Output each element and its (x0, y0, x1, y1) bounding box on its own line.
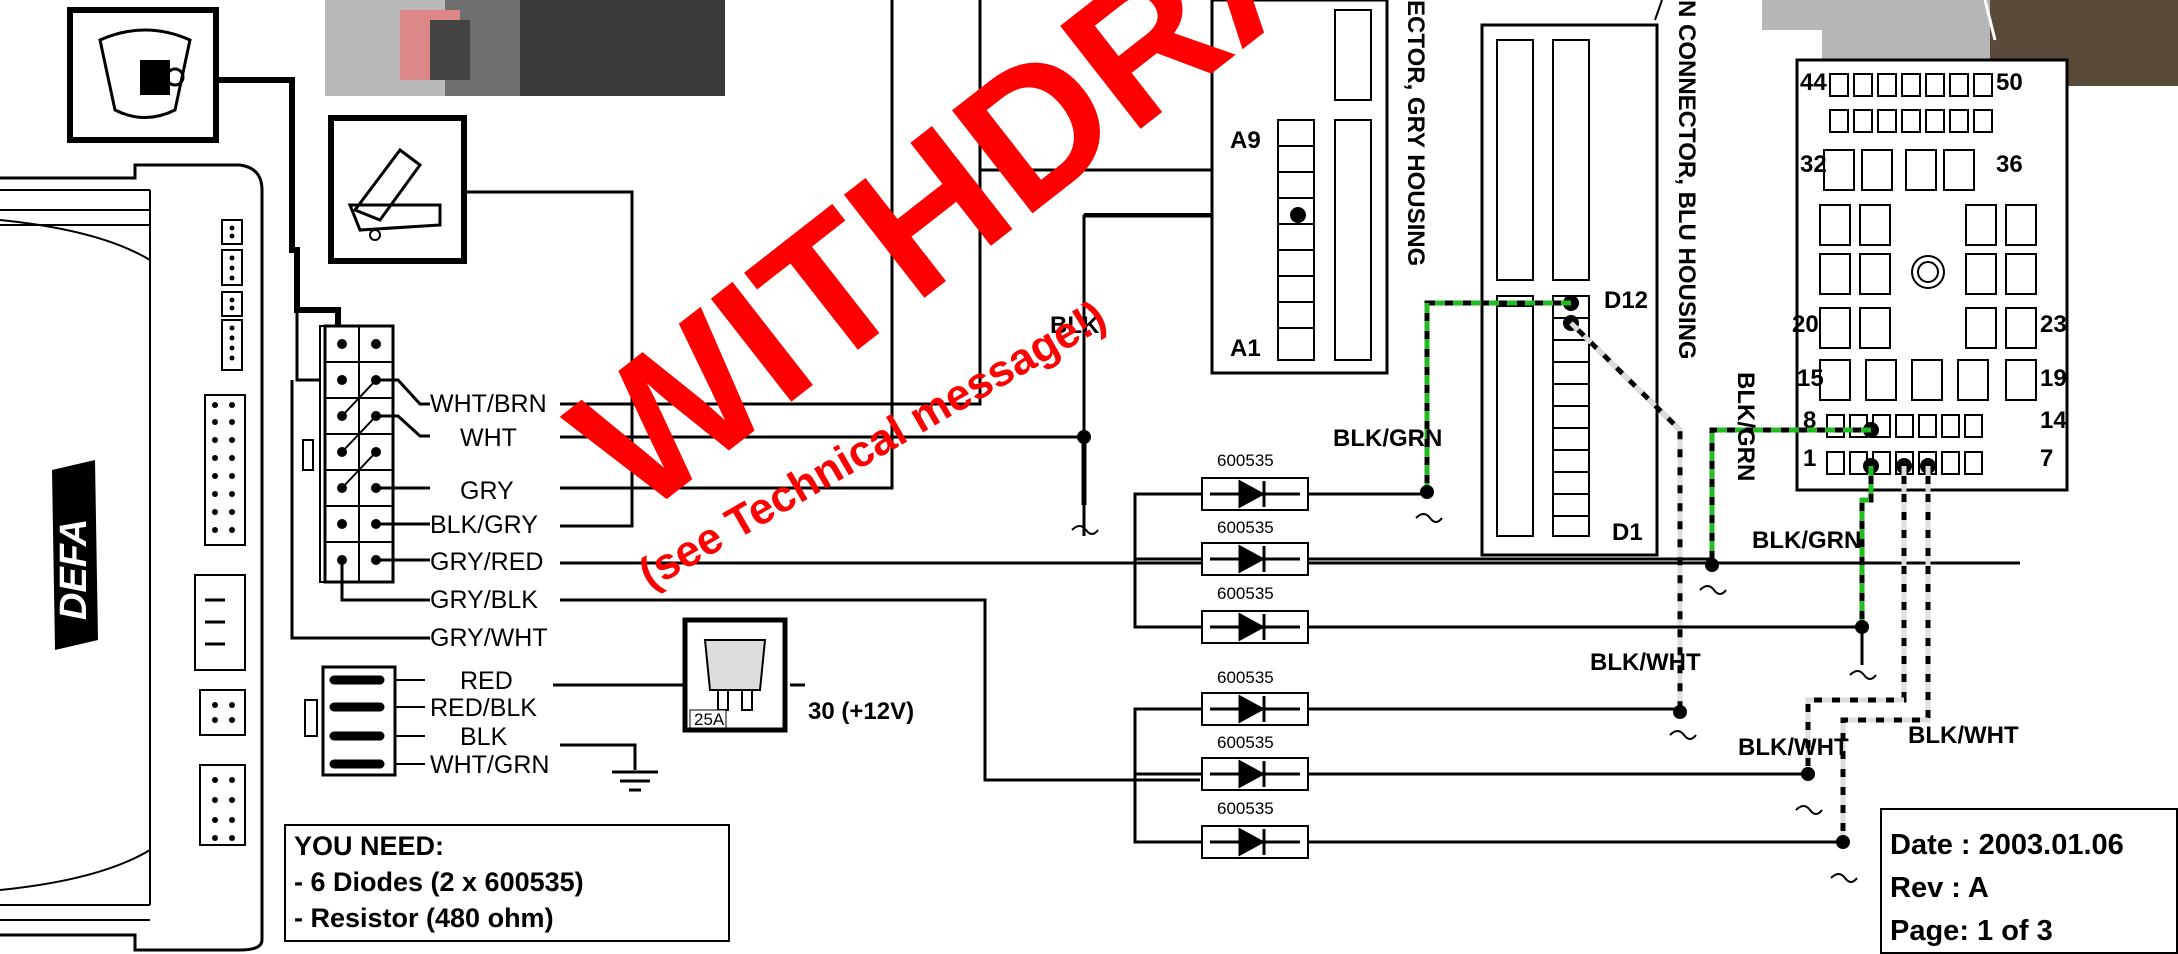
wire-label-wht-brn: WHT/BRN (430, 390, 547, 418)
svg-text:15: 15 (1797, 365, 1824, 392)
label-blk-wht-1: BLK/WHT (1590, 649, 1701, 676)
svg-text:23: 23 (2040, 311, 2067, 338)
svg-text:DEFA: DEFA (53, 519, 95, 620)
requirements-title: YOU NEED: (294, 831, 445, 861)
fuse-icon: 25A (682, 617, 788, 733)
svg-text:14: 14 (2040, 407, 2067, 434)
requirements-box: YOU NEED: - 6 Diodes (2 x 600535) - Resi… (284, 824, 730, 942)
svg-text:7: 7 (2040, 445, 2053, 472)
svg-text:32: 32 (1800, 151, 1827, 178)
svg-text:19: 19 (2040, 365, 2067, 392)
diode-group: 600535 600535 600535 600535 600535 60053… (1201, 451, 1309, 859)
wire-label-blk-power: BLK (460, 723, 508, 751)
svg-text:50: 50 (1996, 69, 2023, 96)
wire-label-blk-gry: BLK/GRY (430, 511, 538, 539)
supply-label: 30 (+12V) (808, 698, 914, 725)
document-info-box: Date : 2003.01.06 Rev : A Page: 1 of 3 (1880, 808, 2178, 954)
doc-page: Page: 1 of 3 (1890, 915, 2053, 947)
blu-housing-connector: D12 D1 N CONNECTOR, BLU HOUSING (1480, 0, 1700, 557)
defa-logo: DEFA (52, 460, 98, 650)
label-blk-grn-2: BLK/GRN (1732, 372, 1759, 481)
svg-text:25A: 25A (694, 710, 725, 729)
main-plug-connector (302, 324, 395, 584)
diode-part-5: 600535 (1217, 733, 1274, 752)
svg-text:A1: A1 (1230, 335, 1261, 362)
svg-text:1: 1 (1803, 445, 1816, 472)
wire-label-gry: GRY (460, 477, 514, 505)
wire-label-gry-wht: GRY/WHT (430, 624, 548, 652)
diode-part-3: 600535 (1217, 584, 1274, 603)
defa-module: DEFA (0, 163, 264, 952)
gry-housing-connector: A9 A1 ECTOR, GRY HOUSING (1210, 0, 1429, 375)
requirement-item: - Resistor (480 ohm) (294, 903, 554, 933)
wire-label-red: RED (460, 667, 513, 695)
svg-text:D1: D1 (1612, 519, 1643, 546)
wire-label-gry-red: GRY/RED (430, 548, 543, 576)
svg-text:D12: D12 (1604, 287, 1648, 314)
label-blk: BLK (1050, 312, 1100, 339)
label-blk-grn-1: BLK/GRN (1333, 425, 1442, 452)
requirement-item: - 6 Diodes (2 x 600535) (294, 867, 584, 897)
diode-part-1: 600535 (1217, 451, 1274, 470)
svg-text:36: 36 (1996, 151, 2023, 178)
diode-part-6: 600535 (1217, 799, 1274, 818)
doc-date: Date : 2003.01.06 (1890, 829, 2124, 861)
diode-part-2: 600535 (1217, 518, 1274, 537)
svg-text:8: 8 (1803, 407, 1816, 434)
pedal-switch-icon (328, 115, 467, 264)
diode-part-4: 600535 (1217, 668, 1274, 687)
label-blk-wht-3: BLK/WHT (1908, 722, 2019, 749)
power-plug-connector (304, 665, 425, 777)
wire-label-red-blk: RED/BLK (430, 694, 537, 722)
ground-symbol (612, 770, 658, 792)
ecu-connector: 44 50 32 36 20 23 15 19 8 14 1 7 (1792, 58, 2069, 492)
wire-label-wht-grn: WHT/GRN (430, 751, 549, 779)
photo-interior (325, 0, 725, 96)
wire-label-wht: WHT (460, 424, 517, 452)
svg-text:A9: A9 (1230, 127, 1261, 154)
gry-connector-title: ECTOR, GRY HOUSING (1402, 0, 1429, 266)
label-blk-wht-2: BLK/WHT (1738, 734, 1849, 761)
svg-text:44: 44 (1800, 69, 1827, 96)
wire-label-gry-blk: GRY/BLK (430, 586, 538, 614)
doc-rev: Rev : A (1890, 872, 1989, 904)
label-blk-grn-3: BLK/GRN (1752, 527, 1861, 554)
ignition-switch-icon (67, 7, 219, 143)
blu-connector-title: N CONNECTOR, BLU HOUSING (1673, 0, 1700, 360)
svg-text:20: 20 (1792, 311, 1819, 338)
